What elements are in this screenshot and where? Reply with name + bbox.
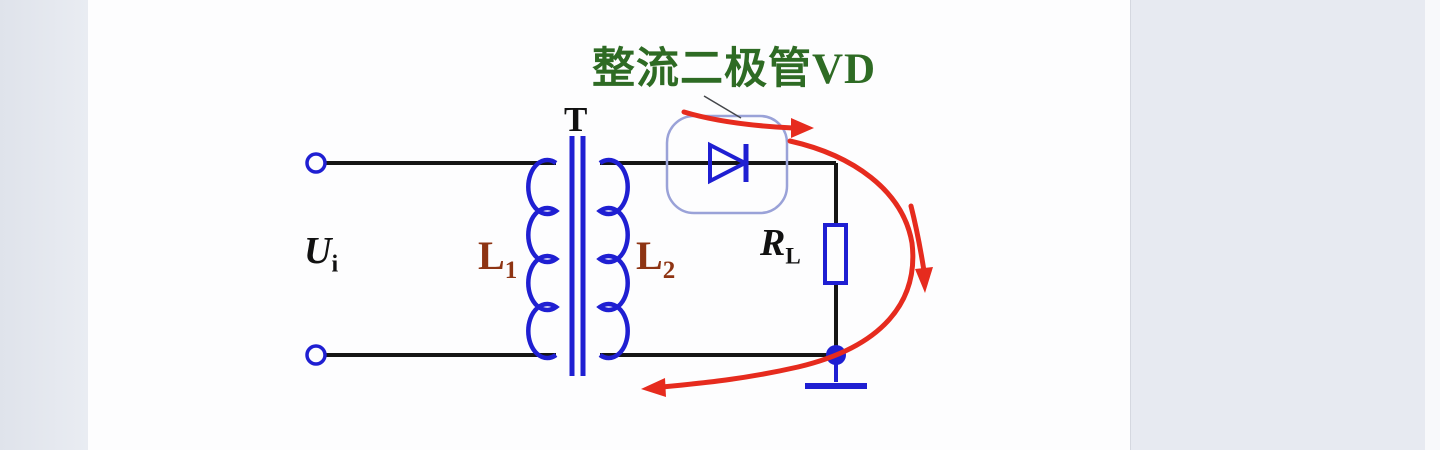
resistor-body (823, 223, 848, 285)
terminal-bottom (305, 344, 327, 366)
primary-coil-label-sub: 1 (504, 257, 518, 284)
load-resistor (823, 223, 848, 285)
callout-leader-line (703, 95, 742, 119)
right-edge-strip (1425, 0, 1440, 450)
ground-symbol (805, 355, 867, 389)
diode-highlight-box (665, 114, 789, 215)
load-resistor-label: RL (760, 224, 801, 268)
diagram-title: 整流二极管VD (592, 48, 876, 91)
primary-coil-label: L1 (478, 233, 518, 284)
current-arrow-down (908, 203, 927, 274)
primary-coil (526, 157, 560, 361)
load-resistor-label-main: R (760, 222, 786, 264)
current-arrowhead-top (791, 118, 814, 138)
input-voltage-label: Ui (304, 232, 338, 277)
transformer-label: T (564, 102, 587, 137)
content-panel (88, 0, 1130, 450)
secondary-coil (596, 157, 630, 361)
terminal-top (305, 152, 327, 174)
current-arrowhead-down (915, 267, 933, 293)
input-terminals (305, 152, 327, 366)
current-loop-path (659, 138, 916, 390)
load-resistor-label-sub: L (785, 243, 801, 269)
diode-triangle (708, 141, 750, 185)
current-flow-arrows (641, 109, 933, 397)
current-arrowhead-left (641, 378, 666, 397)
left-gutter (0, 0, 88, 450)
wires (326, 161, 838, 357)
diagram-title-text: 整流二极管VD (592, 46, 877, 93)
input-voltage-main: U (304, 230, 332, 272)
rectifier-diode (665, 95, 789, 215)
input-voltage-sub: i (331, 251, 339, 278)
current-arrow-top (681, 109, 796, 131)
secondary-coil-label: L2 (636, 233, 676, 284)
right-gutter (1130, 0, 1425, 450)
transformer (526, 136, 630, 376)
primary-coil-label-main: L (478, 233, 505, 278)
transformer-label-text: T (564, 100, 588, 139)
secondary-coil-label-sub: 2 (662, 257, 676, 284)
secondary-coil-label-main: L (636, 233, 663, 278)
